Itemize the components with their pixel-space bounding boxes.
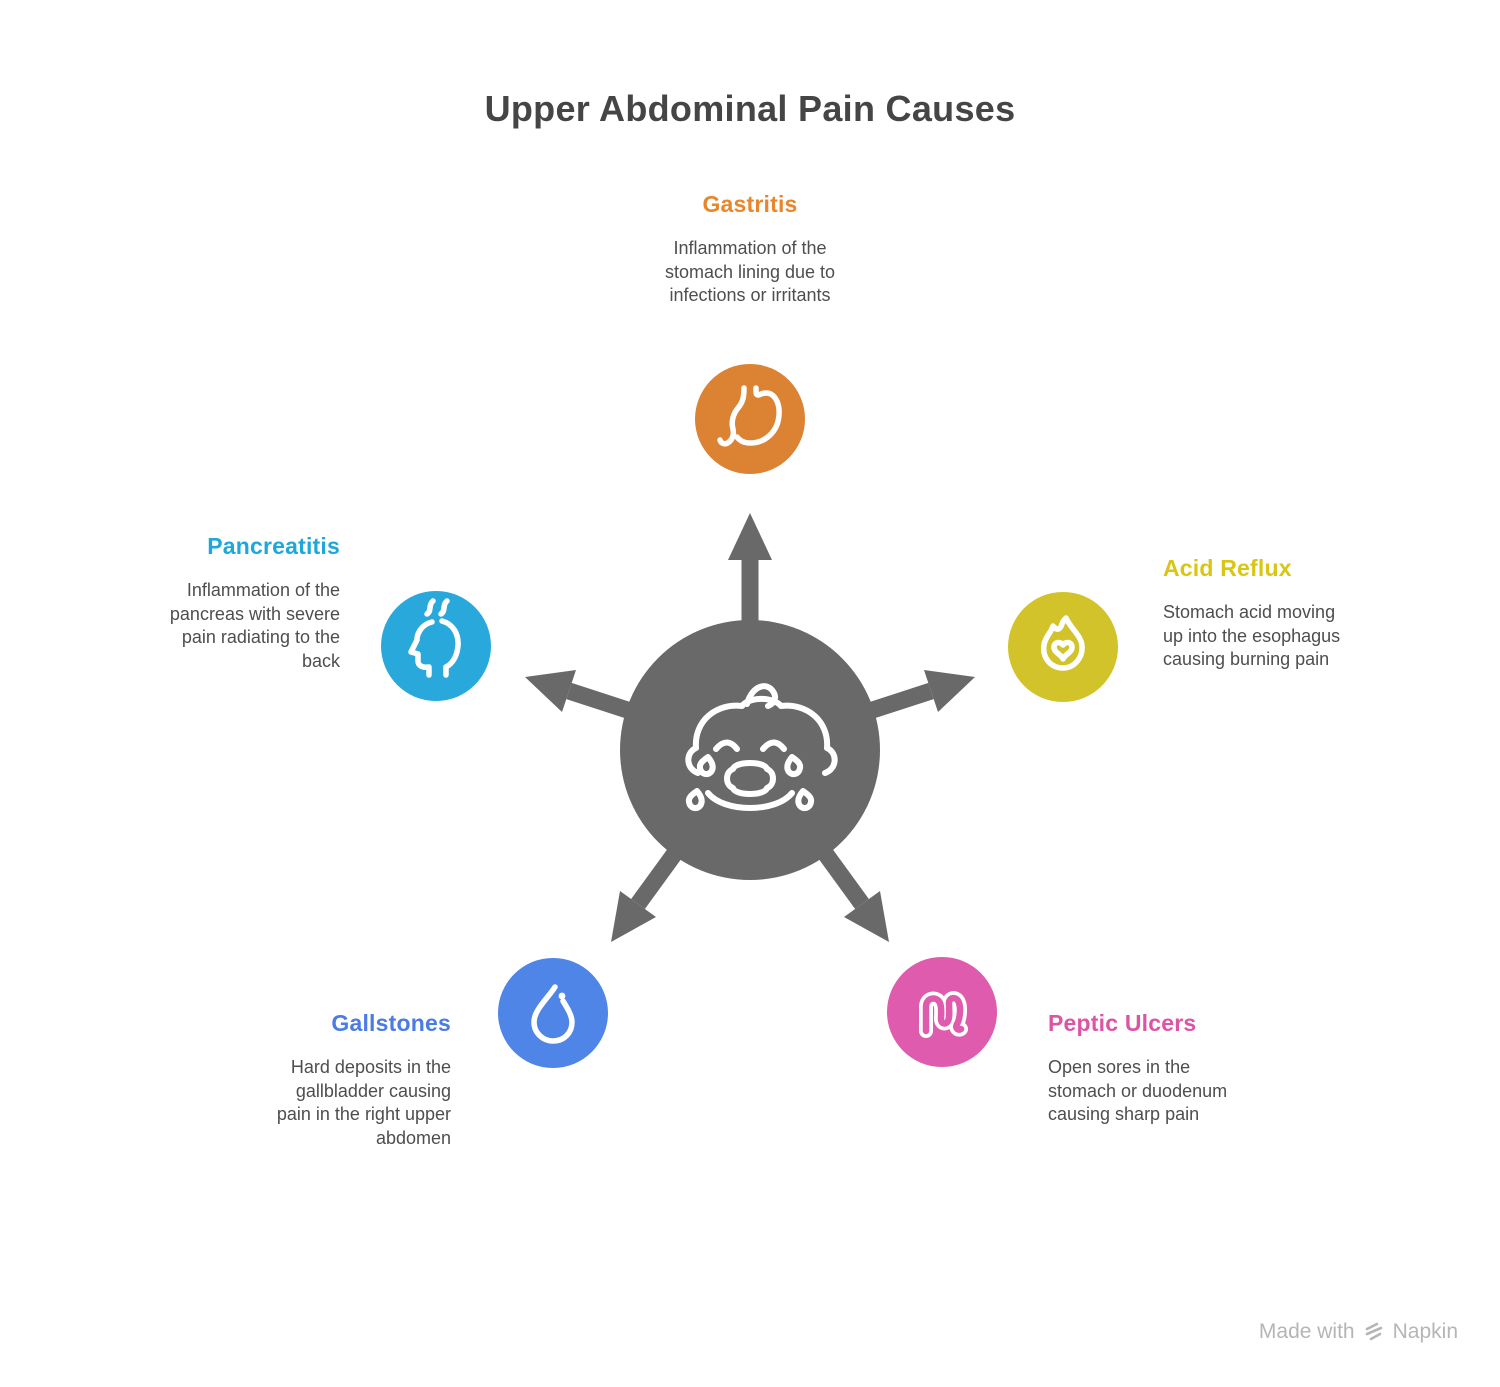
napkin-logo-icon [1365,1322,1382,1341]
pancreatitis-circle [381,591,491,701]
cause-label-gastritis: Gastritis [702,191,798,217]
watermark: Made with Napkin [1259,1320,1458,1344]
cause-block-peptic-ulcers: Peptic Ulcers Open sores in the stomach … [1048,1010,1243,1127]
cause-block-pancreatitis: Pancreatitis Inflammation of the pancrea… [115,533,340,673]
cause-block-gastritis: Gastritis Inflammation of the stomach li… [630,191,870,308]
center-graphic [525,513,975,942]
head-steam-icon [408,598,461,678]
droplet-icon [531,984,575,1044]
center-circle [620,620,880,880]
peptic-ulcers-circle [887,957,997,1067]
cause-label-peptic-ulcers: Peptic Ulcers [1048,1010,1197,1036]
cause-description-peptic-ulcers: Open sores in the stomach or duodenum ca… [1048,1057,1228,1124]
stomach-icon [717,385,782,447]
cause-label-pancreatitis: Pancreatitis [207,533,340,559]
flame-heart-icon [1041,615,1085,671]
cause-label-gallstones: Gallstones [331,1010,451,1036]
cause-block-acid-reflux: Acid Reflux Stomach acid moving up into … [1163,555,1353,672]
cause-description-acid-reflux: Stomach acid moving up into the esophagu… [1163,602,1341,669]
crying-baby-icon [685,683,838,812]
gallstones-circle [498,958,608,1068]
watermark-brand: Napkin [1392,1320,1458,1343]
watermark-prefix: Made with [1258,1320,1355,1343]
cause-block-gallstones: Gallstones Hard deposits in the gallblad… [261,1010,451,1150]
intestine-icon [919,991,968,1038]
cause-description-pancreatitis: Inflammation of the pancreas with severe… [169,580,340,671]
gastritis-circle [695,364,805,474]
cause-label-acid-reflux: Acid Reflux [1163,555,1292,581]
cause-description-gastritis: Inflammation of the stomach lining due t… [664,238,836,305]
page-title: Upper Abdominal Pain Causes [484,88,1016,129]
acid-reflux-circle [1008,592,1118,702]
cause-description-gallstones: Hard deposits in the gallbladder causing… [276,1057,451,1148]
